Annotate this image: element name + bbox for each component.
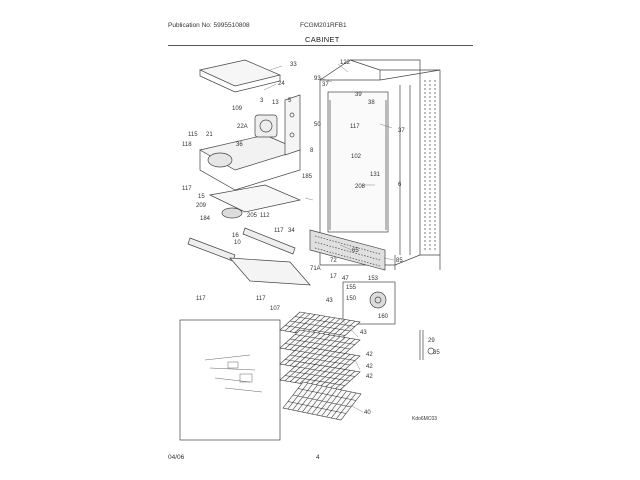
callout-c17: 17	[330, 274, 337, 280]
bottom-pan	[208, 184, 302, 219]
callout-c24: 24	[278, 81, 285, 87]
callout-c38: 38	[368, 100, 375, 106]
callout-c47: 47	[342, 276, 349, 282]
callout-c71a: 71A	[310, 266, 321, 272]
callout-c107: 107	[270, 306, 281, 312]
cabinet-body	[319, 59, 441, 270]
callout-c10: 10	[234, 240, 241, 246]
callout-c16: 16	[232, 233, 239, 239]
callout-c205: 205	[247, 213, 258, 219]
model-number: FCGM201RFB1	[300, 22, 347, 29]
callout-c36: 36	[236, 142, 243, 148]
callout-c42a: 42	[366, 352, 373, 358]
wire-shelf-5	[282, 381, 362, 421]
callout-c29: 29	[428, 338, 435, 344]
diagram-code: Kdo6MC03	[412, 416, 438, 422]
page-title: CABINET	[305, 35, 340, 44]
callout-c6: 6	[398, 182, 402, 188]
leader-lines	[263, 63, 395, 413]
header-rule	[168, 45, 473, 46]
callout-c37a: 37	[322, 82, 329, 88]
callout-c42b: 42	[366, 364, 373, 370]
wire-shelves	[279, 311, 362, 421]
callout-c65: 65	[352, 248, 359, 254]
callout-c115: 115	[188, 132, 198, 138]
callout-c150: 150	[346, 296, 357, 302]
callout-c40: 40	[364, 410, 371, 416]
footer-date: 04/06	[168, 454, 185, 461]
top-cover	[198, 59, 282, 93]
callout-c43b: 43	[360, 330, 367, 336]
callout-c208: 208	[355, 184, 366, 190]
callout-c93: 93	[314, 76, 321, 82]
callout-c112: 112	[260, 213, 270, 219]
door-detail-box	[179, 319, 281, 441]
callout-c72: 72	[330, 258, 337, 264]
footer-page-number: 4	[316, 454, 320, 461]
callout-c160: 160	[378, 314, 389, 320]
publication-number: Publication No: 5995510808	[168, 22, 250, 29]
callout-c15: 15	[198, 194, 205, 200]
kick-plate	[229, 257, 311, 286]
callout-c117e: 117	[256, 296, 266, 302]
callout-c117d: 117	[196, 296, 206, 302]
wire-shelf-4	[279, 361, 361, 391]
callout-c35: 35	[433, 350, 440, 356]
callout-c34: 34	[288, 228, 295, 234]
callout-c3: 3	[260, 98, 264, 104]
callout-c13: 13	[272, 100, 279, 106]
callout-c8: 8	[310, 148, 314, 154]
bracket-plate	[284, 94, 301, 156]
callout-c117a: 117	[350, 124, 360, 130]
callout-c42c: 42	[366, 374, 373, 380]
callout-c50: 50	[314, 122, 321, 128]
callout-c33: 33	[290, 62, 297, 68]
callout-c43a: 43	[326, 298, 333, 304]
callout-c209: 209	[196, 203, 207, 209]
callout-c117b: 117	[182, 186, 192, 192]
latch-inset	[342, 281, 396, 325]
toe-grille	[309, 229, 386, 271]
callout-c131: 131	[370, 172, 381, 178]
callout-c5: 5	[288, 98, 292, 104]
callout-c21: 21	[206, 132, 213, 138]
callout-c102: 102	[351, 154, 362, 160]
callout-c85: 85	[396, 258, 403, 264]
leveling-leg	[419, 330, 435, 360]
callout-c153: 153	[368, 276, 379, 282]
callout-c184: 184	[200, 216, 211, 222]
callout-c122: 122	[340, 60, 351, 66]
callout-c117c: 117	[274, 228, 284, 234]
callout-c109: 109	[232, 106, 243, 112]
callout-c22a: 22A	[237, 124, 248, 130]
callout-c155: 155	[346, 285, 357, 291]
callout-c37b: 37	[398, 128, 405, 134]
callout-c185: 185	[302, 174, 313, 180]
callout-c39: 39	[355, 92, 362, 98]
callout-c118: 118	[182, 142, 192, 148]
